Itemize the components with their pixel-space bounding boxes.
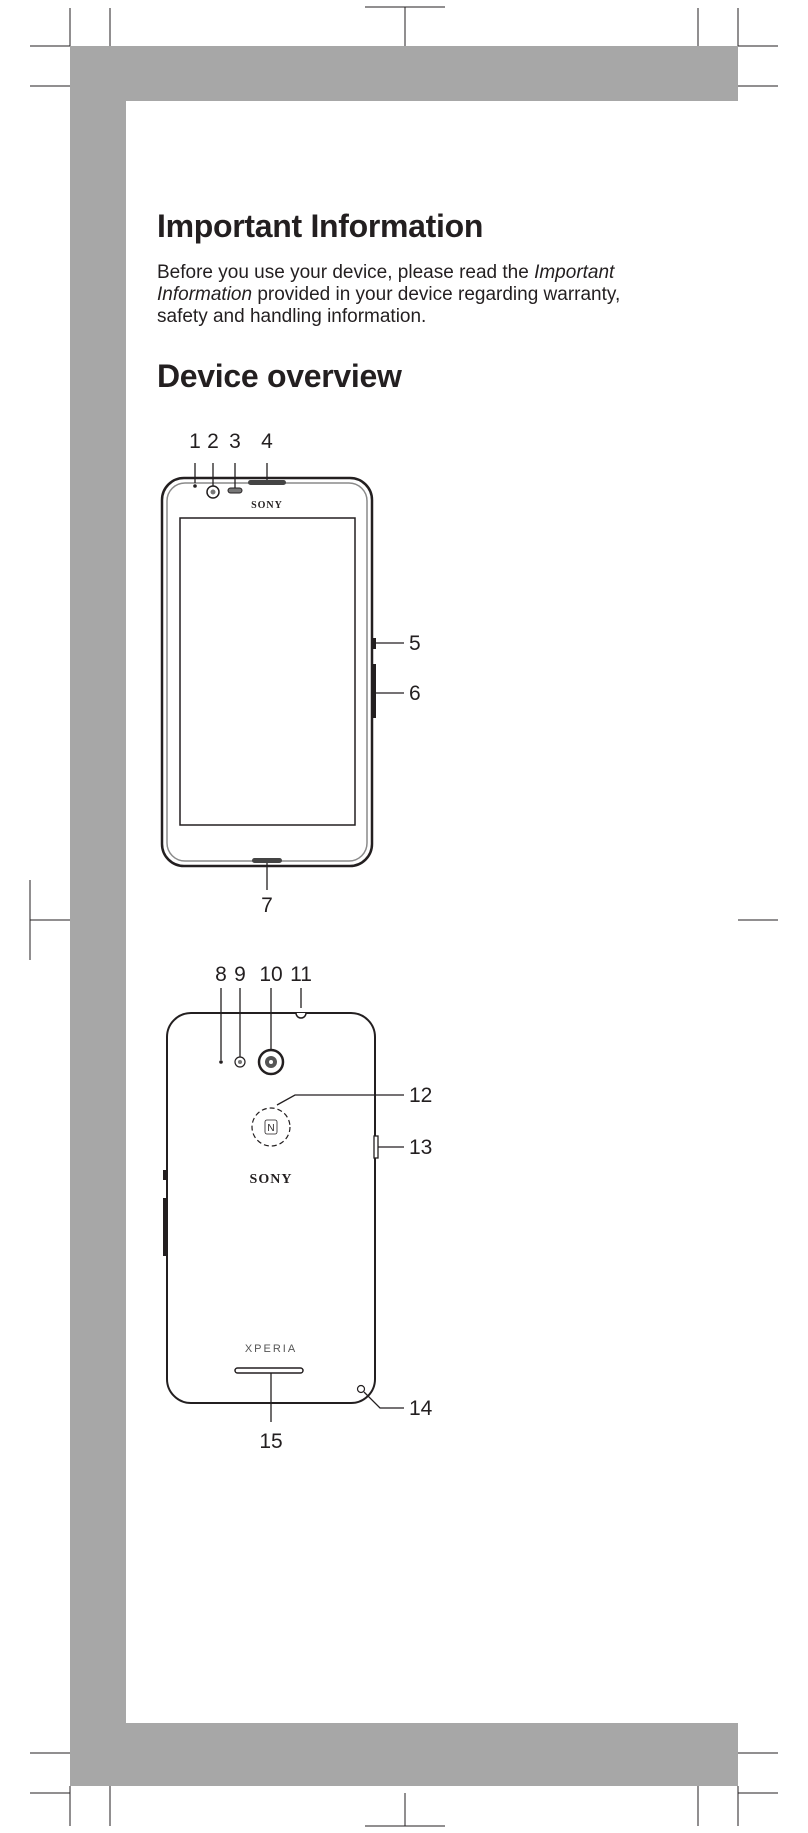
- intro-text-part: Before you use your device, please read …: [157, 262, 535, 283]
- section-title-important-information: Important Information: [157, 208, 484, 244]
- intro-text-emphasis: Important Information: [157, 262, 615, 305]
- back-microphone-hole: [219, 1060, 223, 1064]
- phone-front-screen: [179, 517, 356, 826]
- callout-13: 13: [409, 1136, 432, 1159]
- callout-8: 8: [215, 963, 227, 986]
- back-headset-jack: [295, 1012, 307, 1019]
- callout-9: 9: [234, 963, 246, 986]
- callout-6: 6: [409, 682, 421, 705]
- back-micro-usb-port: [373, 1135, 379, 1159]
- callout-14: 14: [409, 1397, 433, 1420]
- callout-4: 4: [261, 430, 273, 453]
- intro-text-part: provided in your device regarding warran…: [157, 284, 621, 327]
- callout-11: 11: [290, 963, 312, 986]
- nfc-detection-area: [251, 1107, 291, 1147]
- phone-back-view: N SONY XPERIA 8 9 10 11 12 13 14 15: [163, 963, 433, 1453]
- section-title-device-overview: Device overview: [157, 358, 402, 394]
- nfc-symbol: N: [267, 1123, 274, 1134]
- front-earpiece: [248, 480, 286, 485]
- front-volume-key: [372, 664, 376, 718]
- nfc-icon: [264, 1119, 278, 1135]
- page-content-area: [126, 101, 738, 1723]
- front-light-sensor: [227, 487, 243, 494]
- back-speaker: [234, 1367, 304, 1374]
- callout-5: 5: [409, 632, 421, 655]
- callout-1: 1: [189, 430, 201, 453]
- callout-7: 7: [261, 894, 273, 917]
- back-brand-logo: SONY: [250, 1172, 293, 1187]
- back-volume-key: [163, 1198, 167, 1256]
- front-microphone: [252, 858, 282, 863]
- callout-10: 10: [259, 963, 282, 986]
- front-power-key: [372, 638, 376, 649]
- back-power-key: [163, 1170, 167, 1180]
- callout-15: 15: [259, 1430, 282, 1453]
- important-information-text: Before you use your device, please read …: [157, 262, 657, 328]
- front-sensor-1: [193, 484, 197, 488]
- callout-3: 3: [229, 430, 241, 453]
- back-strap-hole: [356, 1384, 366, 1394]
- callout-12: 12: [409, 1084, 432, 1107]
- front-brand-logo: SONY: [251, 500, 283, 511]
- back-model-logo: XPERIA: [245, 1343, 297, 1355]
- phone-front-view: SONY 1 2 3 4 5 6 7: [160, 430, 421, 917]
- callout-2: 2: [207, 430, 219, 453]
